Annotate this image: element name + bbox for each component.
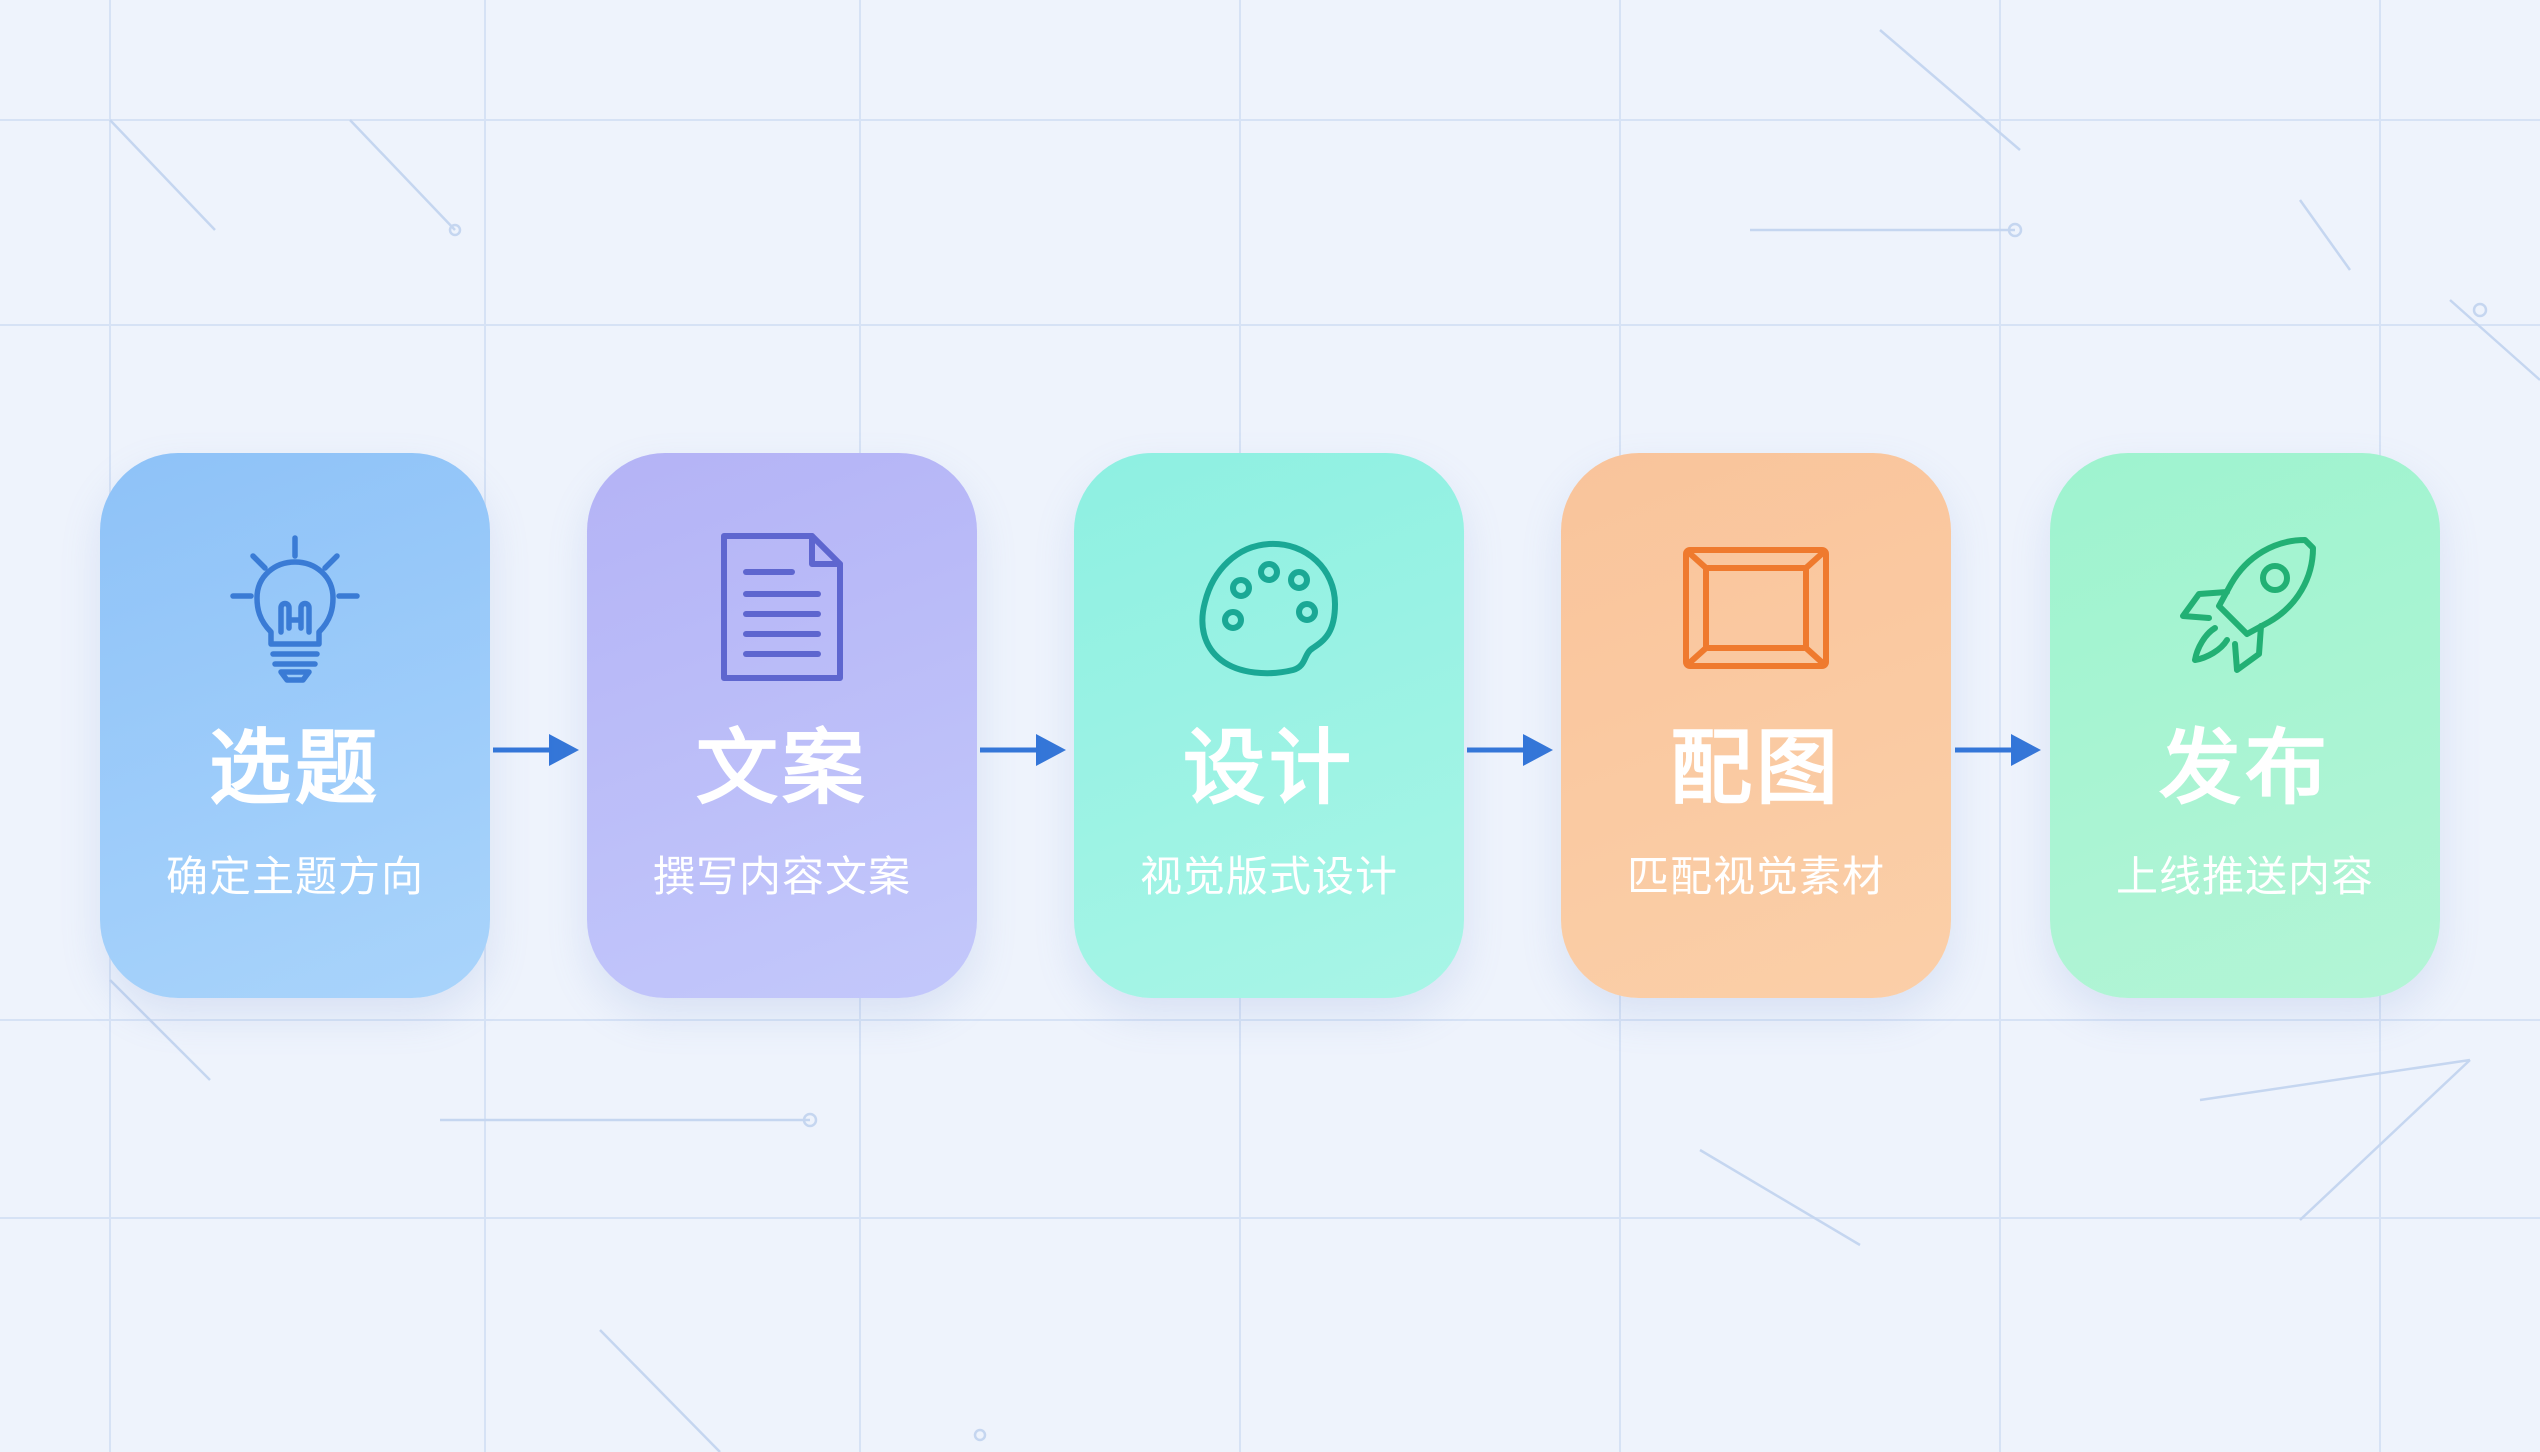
step-title: 文案 [695, 721, 868, 816]
palette-icon [1189, 528, 1349, 688]
step-subtitle: 上线推送内容 [2115, 852, 2374, 901]
step-title: 选题 [208, 721, 381, 816]
document-icon [702, 528, 862, 688]
step-subtitle: 匹配视觉素材 [1626, 852, 1885, 901]
step-card-copywriting: 文案 撰写内容文案 [587, 453, 977, 998]
step-title: 设计 [1182, 721, 1355, 816]
arrow-right-icon [1955, 734, 2041, 766]
arrow-right-icon [1467, 734, 1553, 766]
step-title: 配图 [1669, 721, 1842, 816]
lightbulb-icon [215, 528, 375, 688]
step-subtitle: 视觉版式设计 [1139, 852, 1398, 901]
picture-frame-icon [1676, 528, 1836, 688]
step-title: 发布 [2158, 721, 2331, 816]
rocket-icon [2165, 528, 2325, 688]
step-card-publish: 发布 上线推送内容 [2050, 453, 2440, 998]
arrow-right-icon [493, 734, 579, 766]
step-card-topic: 选题 确定主题方向 [100, 453, 490, 998]
step-subtitle: 确定主题方向 [165, 852, 424, 901]
arrow-right-icon [980, 734, 1066, 766]
step-subtitle: 撰写内容文案 [652, 852, 911, 901]
step-card-illustration: 配图 匹配视觉素材 [1561, 453, 1951, 998]
step-card-design: 设计 视觉版式设计 [1074, 453, 1464, 998]
